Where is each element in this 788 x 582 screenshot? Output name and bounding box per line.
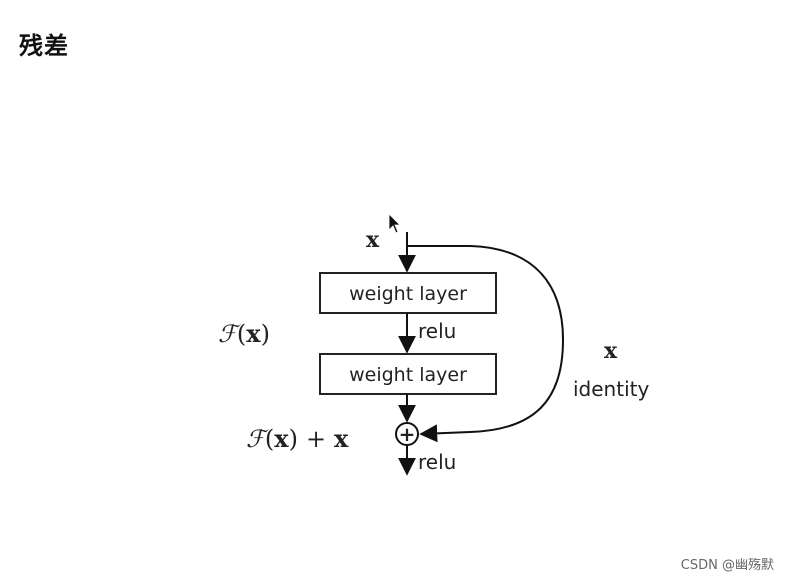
input-x-label: x (366, 227, 380, 253)
watermark: CSDN @幽殇默 (680, 558, 774, 573)
identity-shortcut-arrow (407, 245, 565, 443)
weight-layer-2-label: weight layer (349, 364, 467, 386)
weight-layer-2: weight layer (319, 353, 497, 395)
weight-layer-1: weight layer (319, 272, 497, 314)
shortcut-x-label: x (604, 338, 618, 364)
residual-function-label: ℱ(x) (218, 319, 270, 348)
relu-out-label: relu (418, 450, 456, 474)
mouse-cursor-icon (388, 213, 401, 234)
identity-label: identity (573, 377, 649, 401)
sum-node-symbol: + (399, 422, 416, 446)
relu-mid-label: relu (418, 319, 456, 343)
page-title: 残差 (19, 32, 69, 60)
sum-node: + (395, 422, 419, 446)
sum-expression-label: ℱ(x)+x (246, 424, 349, 453)
weight-layer-1-label: weight layer (349, 283, 467, 305)
